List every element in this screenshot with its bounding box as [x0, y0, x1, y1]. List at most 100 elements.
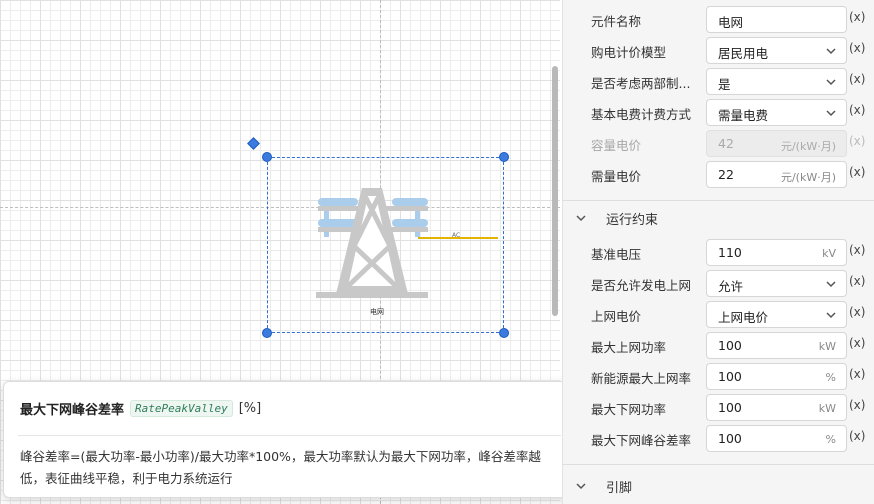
expression-toggle-button[interactable]: (x) — [849, 243, 866, 257]
resize-handle-bottom-left[interactable] — [262, 328, 272, 338]
property-value: 22 — [718, 167, 734, 182]
property-value: 100 — [718, 369, 742, 384]
property-unit: % — [825, 433, 836, 446]
property-label: 元件名称 — [591, 14, 642, 29]
property-row: 是否允许发电上网 允许 (x) — [563, 268, 874, 298]
property-input[interactable]: 22 元/(kW·月) — [706, 161, 847, 188]
horizontal-guide-line — [0, 207, 560, 208]
property-value: 是 — [718, 77, 731, 92]
property-row: 最大上网功率 100 kW (x) — [563, 330, 874, 360]
property-label: 基准电压 — [591, 247, 642, 262]
property-row: 元件名称 电网 (x) — [563, 4, 874, 34]
property-select[interactable]: 允许 — [706, 270, 847, 297]
property-unit: kW — [818, 340, 836, 353]
section-divider — [563, 200, 874, 201]
property-value: 100 — [718, 431, 742, 446]
section-pins[interactable]: 引脚 — [563, 472, 874, 500]
property-row: 购电计价模型 居民用电 (x) — [563, 35, 874, 65]
property-row: 基本电费计费方式 需量电费 (x) — [563, 97, 874, 127]
property-input[interactable]: 100% — [706, 363, 847, 390]
section-operation-constraints[interactable]: 运行约束 — [563, 204, 874, 232]
resize-handle-bottom-right[interactable] — [499, 328, 509, 338]
property-value: 电网 — [718, 15, 744, 30]
property-input[interactable]: 电网 — [706, 6, 847, 33]
diagram-canvas[interactable]: AC 电网 — [0, 0, 560, 504]
property-label: 最大上网功率 — [591, 340, 667, 355]
resize-handle-top-right[interactable] — [499, 152, 509, 162]
tooltip-code: RatePeakValley — [130, 400, 233, 417]
property-row: 基准电压 110 kV (x) — [563, 237, 874, 267]
expression-toggle-button[interactable]: (x) — [849, 305, 866, 319]
property-value: 允许 — [718, 279, 744, 294]
property-label: 容量电价 — [591, 138, 642, 153]
selection-box[interactable] — [267, 157, 504, 333]
expression-toggle-button[interactable]: (x) — [849, 336, 866, 350]
parameter-tooltip: 最大下网峰谷差率 RatePeakValley [%] 峰谷差率=(最大功率-最… — [3, 381, 576, 498]
expression-toggle-button[interactable]: (x) — [849, 367, 866, 381]
property-label: 最大下网峰谷差率 — [591, 433, 692, 448]
tooltip-description: 峰谷差率=(最大功率-最小功率)/最大功率*100%，最大功率默认为最大下网功率… — [20, 449, 541, 486]
chevron-down-icon — [826, 312, 836, 319]
property-label: 最大下网功率 — [591, 402, 667, 417]
property-row: 新能源最大上网率 100%(x) — [563, 361, 874, 391]
property-unit: kV — [822, 247, 836, 260]
properties-panel: 元件名称电网(x)购电计价模型居民用电(x)是否考虑两部制...是(x)基本电费… — [562, 0, 874, 504]
property-label: 上网电价 — [591, 309, 642, 324]
chevron-down-icon — [826, 79, 836, 86]
property-row: 上网电价 上网电价 (x) — [563, 299, 874, 329]
property-value: 居民用电 — [718, 46, 769, 61]
resize-handle-top-left[interactable] — [262, 152, 272, 162]
property-input[interactable]: 100% — [706, 425, 847, 452]
expression-toggle-button: (x) — [849, 134, 866, 148]
transmission-tower-icon[interactable] — [310, 186, 500, 301]
section-divider — [563, 464, 874, 465]
property-value: 需量电费 — [718, 108, 769, 123]
property-label: 购电计价模型 — [591, 45, 667, 60]
tooltip-title: 最大下网峰谷差率 — [20, 403, 125, 418]
property-select[interactable]: 居民用电 — [706, 37, 847, 64]
property-row: 是否考虑两部制... 是 (x) — [563, 66, 874, 96]
property-unit: 元/(kW·月) — [780, 171, 836, 184]
property-unit: kW — [818, 402, 836, 415]
property-value: 100 — [718, 338, 742, 353]
expression-toggle-button[interactable]: (x) — [849, 165, 866, 179]
ac-port-label: AC — [452, 232, 461, 239]
expression-toggle-button[interactable]: (x) — [849, 72, 866, 86]
tooltip-unit: [%] — [238, 401, 262, 416]
chevron-down-icon — [826, 110, 836, 117]
tooltip-divider — [18, 435, 561, 436]
property-value: 110 — [718, 245, 742, 260]
property-label: 是否允许发电上网 — [591, 278, 692, 293]
property-select[interactable]: 需量电费 — [706, 99, 847, 126]
property-label: 新能源最大上网率 — [591, 371, 692, 386]
property-select[interactable]: 上网电价 — [706, 301, 847, 328]
property-value: 上网电价 — [718, 310, 769, 325]
property-input[interactable]: 100 kW — [706, 332, 847, 359]
section-title: 引脚 — [606, 481, 633, 496]
property-label: 基本电费计费方式 — [591, 107, 692, 122]
section-title: 运行约束 — [606, 213, 659, 228]
expression-toggle-button[interactable]: (x) — [849, 10, 866, 24]
chevron-down-icon — [576, 215, 586, 222]
chevron-down-icon — [576, 483, 586, 490]
tooltip-header: 最大下网峰谷差率 RatePeakValley [%] — [20, 399, 261, 418]
property-input[interactable]: 110 kV — [706, 239, 847, 266]
property-row: 需量电价 22 元/(kW·月) (x) — [563, 159, 874, 189]
chevron-down-icon — [826, 48, 836, 55]
property-label: 是否考虑两部制... — [591, 76, 691, 91]
expression-toggle-button[interactable]: (x) — [849, 429, 866, 443]
canvas-vertical-scrollbar[interactable] — [552, 66, 558, 316]
expression-toggle-button[interactable]: (x) — [849, 274, 866, 288]
expression-toggle-button[interactable]: (x) — [849, 41, 866, 55]
chevron-down-icon — [826, 281, 836, 288]
property-label: 需量电价 — [591, 169, 642, 184]
expression-toggle-button[interactable]: (x) — [849, 398, 866, 412]
property-select[interactable]: 是 — [706, 68, 847, 95]
element-label: 电网 — [370, 308, 384, 316]
expression-toggle-button[interactable]: (x) — [849, 103, 866, 117]
